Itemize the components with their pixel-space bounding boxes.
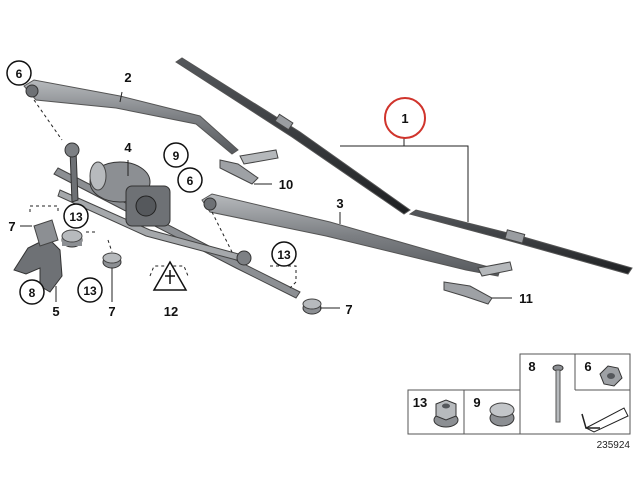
callout-6-left: 6 [16,67,23,81]
callout-11: 11 [519,291,533,306]
callout-13-bottom: 13 [83,284,97,298]
arrow-icon [581,407,629,433]
callout-13-right: 13 [277,248,291,262]
clip-part-11 [443,261,513,305]
callout-7-bottom: 7 [108,304,115,319]
screw-right-part [302,298,322,315]
legend-cap-label: 9 [473,395,480,410]
clip-part-10 [219,149,279,185]
mounting-bracket [13,219,63,293]
wiper-motor [89,161,171,227]
callout-1: 1 [401,111,408,126]
bush-left [61,229,83,248]
callout-13-left: 13 [69,210,83,224]
legend-flange-nut-label: 13 [413,395,427,410]
diagram-reference-number: 235924 [597,440,631,451]
highlight-circle [384,97,426,139]
bush-bottom [102,252,122,269]
callout-7-right: 7 [345,302,352,317]
callout-10: 10 [279,177,293,192]
callout-8: 8 [29,286,36,300]
warning-triangle-icon [152,260,188,291]
nut-icon [599,365,623,387]
callout-12: 12 [164,304,178,319]
callout-4: 4 [124,140,132,155]
callout-9: 9 [173,149,180,163]
callout-5: 5 [52,304,59,319]
callout-3: 3 [336,196,343,211]
wiper-blade-lower [408,209,633,275]
hardware-legend: 8 6 13 9 [407,353,631,435]
legend-rivet-label: 8 [528,359,535,374]
rivet-icon [552,364,564,423]
callout-6-mid: 6 [187,174,194,188]
cap-icon [489,402,515,427]
callout-2: 2 [124,70,131,85]
callout-7-left: 7 [8,219,15,234]
legend-nut-label: 6 [584,359,591,374]
wiper-blade-upper [175,57,411,215]
wiper-arm-left [23,79,239,155]
flange-nut-icon [433,399,459,428]
